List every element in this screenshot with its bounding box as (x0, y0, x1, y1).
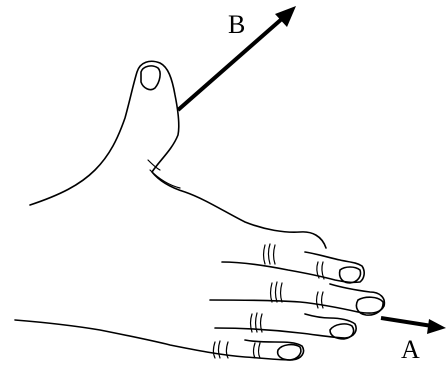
vector-b-label: B (228, 12, 245, 38)
crease (322, 292, 324, 308)
crease (259, 343, 261, 358)
thumb-outline (30, 61, 326, 248)
crease (219, 341, 221, 358)
index-finger (222, 252, 364, 282)
crease (276, 282, 278, 302)
crease (271, 283, 273, 302)
thumbnail (141, 66, 160, 90)
vector-a-label: A (401, 337, 420, 363)
crease (264, 245, 266, 264)
crease (256, 313, 258, 332)
ring-nail (330, 324, 354, 339)
vector-a-arrow (381, 318, 446, 334)
crease (251, 314, 253, 332)
middle-finger (210, 284, 384, 313)
crease (317, 292, 319, 308)
thumb-crease (150, 170, 180, 188)
hand-illustration (15, 61, 384, 360)
crease (281, 283, 283, 302)
crease (261, 314, 263, 332)
vector-a-arrowhead (427, 319, 446, 334)
index-nail (340, 267, 361, 283)
vector-a-shaft (381, 318, 432, 326)
crease (254, 343, 256, 358)
crease (214, 342, 216, 358)
crease (269, 244, 271, 264)
little-nail (278, 345, 301, 360)
crease (274, 245, 276, 264)
